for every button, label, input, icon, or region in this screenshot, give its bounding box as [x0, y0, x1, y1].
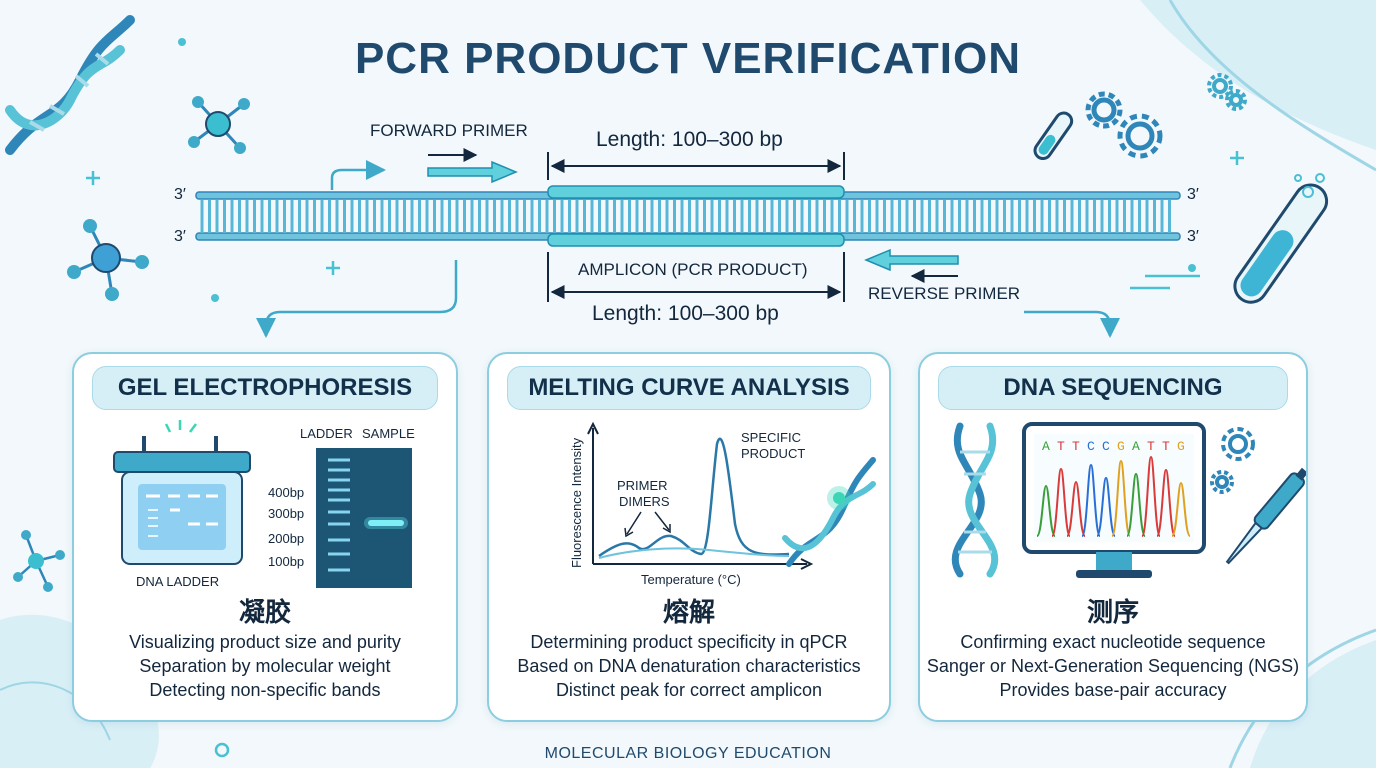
specific-product-label: SPECIFIC: [741, 430, 801, 445]
card-heading: MELTING CURVE ANALYSIS: [507, 366, 871, 410]
reverse-primer-label: REVERSE PRIMER: [868, 284, 1021, 303]
strand-end-label: 3′: [174, 186, 186, 203]
sequence-base: T: [1072, 439, 1080, 454]
size-marker-200: 200bp: [268, 531, 305, 546]
primer-dimers-label: PRIMER: [617, 478, 668, 493]
card-description-line: Visualizing product size and purity: [129, 632, 401, 652]
test-tube-icon: [1033, 111, 1074, 161]
sequence-base: T: [1162, 439, 1170, 454]
molecule-icon: [188, 96, 250, 154]
card-chinese-title: 测序: [1086, 598, 1139, 628]
card-description-line: Confirming exact nucleotide sequence: [960, 632, 1266, 652]
length-label-bottom: Length: 100–300 bp: [592, 302, 779, 325]
molecule-icon: [13, 530, 65, 592]
card-description-line: Determining product specificity in qPCR: [530, 632, 848, 652]
card-description-line: Provides base-pair accuracy: [999, 680, 1227, 700]
chromatogram-peak: [1096, 476, 1116, 537]
footer-label: MOLECULAR BIOLOGY EDUCATION: [544, 745, 832, 762]
y-axis-label: Fluorescence Intensity: [569, 437, 584, 568]
card-chinese-title: 凝胶: [238, 598, 291, 628]
test-tube-icon: [1233, 173, 1329, 304]
card-description-line: Detecting non-specific bands: [149, 680, 381, 700]
page-title: PCR PRODUCT VERIFICATION: [354, 34, 1022, 83]
sequence-base: C: [1087, 439, 1095, 454]
sequence-base: T: [1057, 439, 1065, 454]
chromatogram-peak: [1111, 459, 1131, 537]
card-heading: DNA SEQUENCING: [938, 366, 1288, 410]
chromatogram-peak: [1126, 472, 1146, 537]
forward-primer-label: FORWARD PRIMER: [370, 121, 528, 140]
sequence-base: G: [1177, 439, 1185, 454]
sequence-base: C: [1102, 439, 1110, 454]
gel-box-icon: [113, 420, 412, 588]
dna-ladder-label: DNA LADDER: [136, 574, 220, 589]
card-description-line: Separation by molecular weight: [139, 656, 391, 676]
size-marker-300: 300bp: [268, 506, 305, 521]
sequence-base: A: [1042, 439, 1050, 454]
gear-icon: [1085, 91, 1163, 159]
melting-curve-card: MELTING CURVE ANALYSIS Fluorescence Inte…: [487, 352, 891, 722]
size-marker-100: 100bp: [268, 554, 305, 569]
pcr-diagram: [195, 148, 1181, 338]
primer-dimers-label: DIMERS: [619, 494, 670, 509]
size-marker-400: 400bp: [268, 485, 305, 500]
gear-icon: [1207, 73, 1247, 111]
strand-end-label: 3′: [174, 228, 186, 245]
x-axis-label: Temperature (°C): [641, 572, 741, 587]
ladder-header: LADDER: [300, 426, 353, 441]
sample-header: SAMPLE: [362, 426, 415, 441]
specific-product-label: PRODUCT: [741, 446, 806, 461]
sequence-base: G: [1117, 439, 1125, 454]
strand-end-label: 3′: [1187, 186, 1199, 203]
strand-end-label: 3′: [1187, 228, 1199, 245]
chromatogram-peak: [1051, 467, 1071, 537]
dna-helix-icon: [5, 15, 135, 155]
gel-electrophoresis-card: GEL ELECTROPHORESIS LADDER SAMPLE 400bp …: [72, 352, 458, 722]
sequence-base: A: [1132, 439, 1140, 454]
card-chinese-title: 熔解: [662, 598, 715, 628]
card-heading: GEL ELECTROPHORESIS: [92, 366, 438, 410]
chromatogram-peak: [1036, 484, 1056, 537]
card-description-line: Sanger or Next-Generation Sequencing (NG…: [926, 656, 1300, 676]
chromatogram-peak: [1156, 468, 1176, 537]
chromatogram-peak: [1066, 480, 1086, 537]
chromatogram-peak: [1171, 481, 1191, 537]
sequence-base: T: [1147, 439, 1155, 454]
card-description-line: Based on DNA denaturation characteristic…: [517, 656, 861, 676]
molecule-icon: [67, 219, 149, 301]
chromatogram-peak: [1081, 463, 1101, 537]
card-description-line: Distinct peak for correct amplicon: [555, 680, 823, 700]
length-label-top: Length: 100–300 bp: [596, 128, 783, 151]
amplicon-label: AMPLICON (PCR PRODUCT): [578, 260, 808, 279]
chromatogram-peak: [1141, 455, 1161, 537]
melting-curve-plot: [587, 421, 876, 570]
